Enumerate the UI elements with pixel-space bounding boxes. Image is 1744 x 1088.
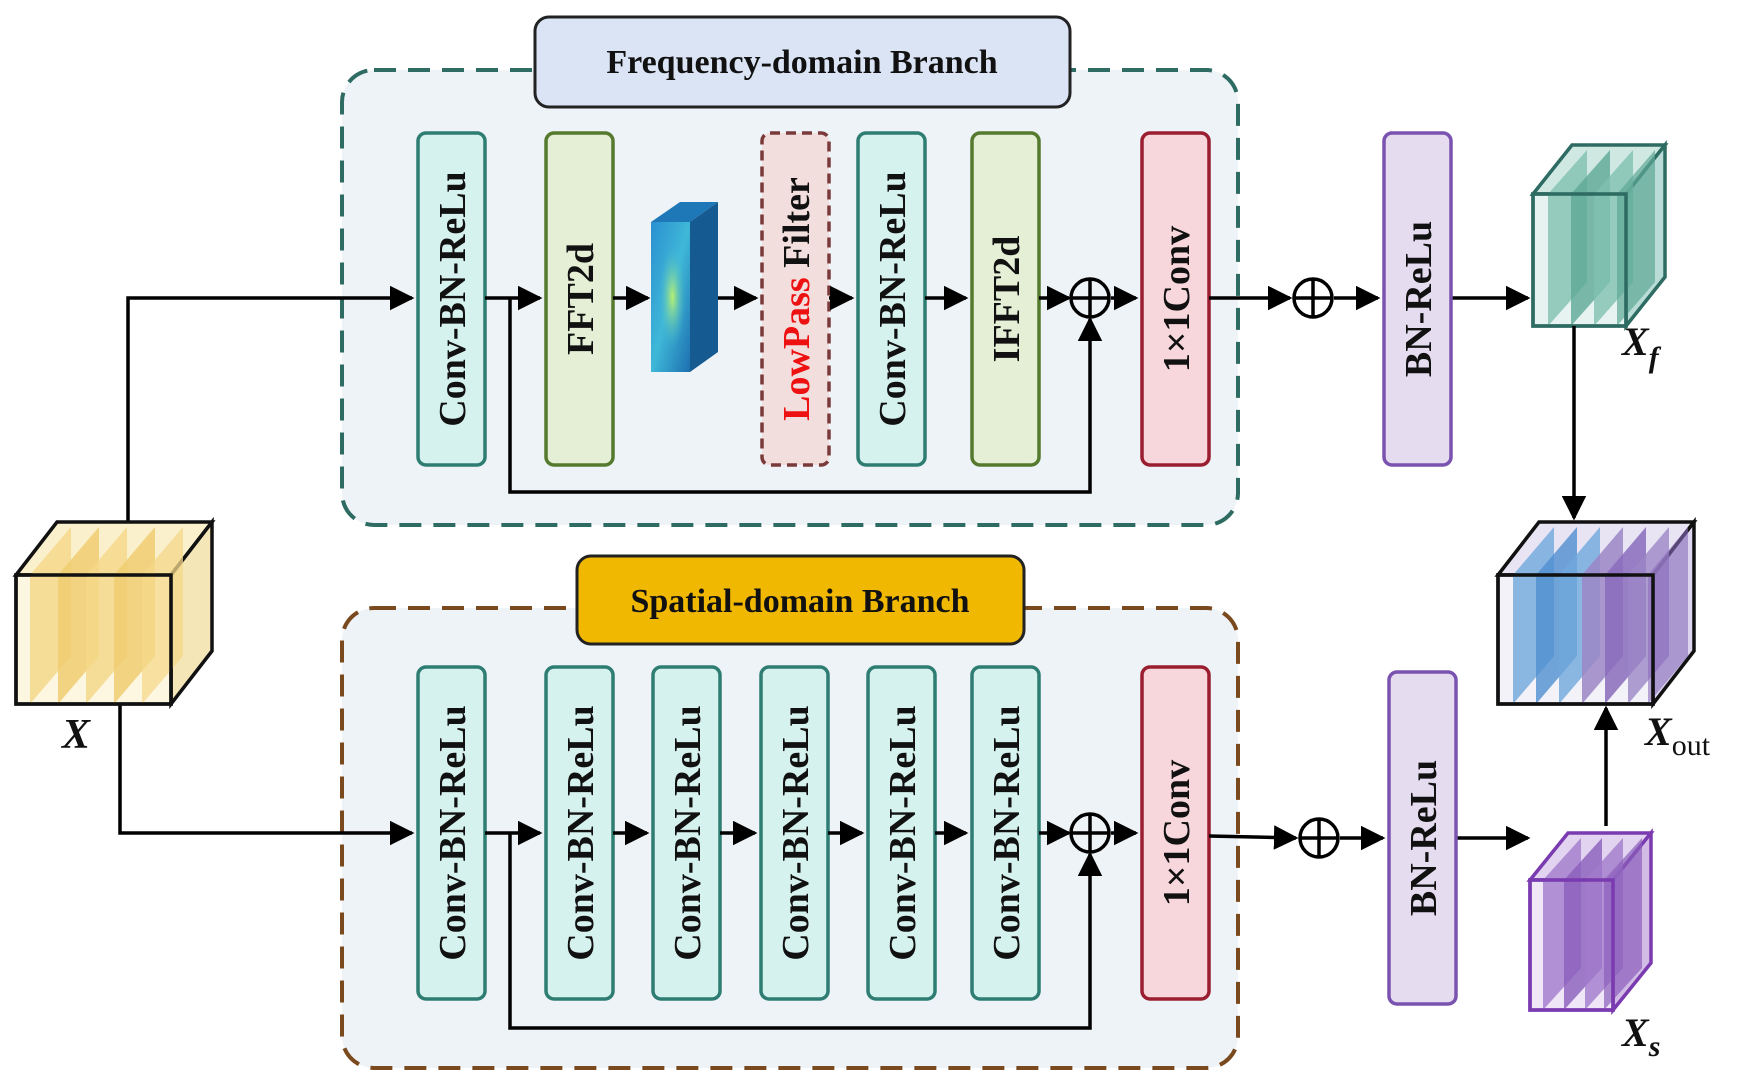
spatial-branch-title-box	[575, 554, 1026, 646]
xout-tensor-icon	[1494, 516, 1698, 710]
lowpass-filter-text: Filter	[776, 177, 818, 277]
spatial-residual-add-icon	[1069, 812, 1111, 854]
spatial-conv-label: Conv-BN-ReLu	[432, 705, 474, 960]
svg-text:Conv-BN-ReLu: Conv-BN-ReLu	[432, 171, 474, 426]
svg-text:1×1Conv: 1×1Conv	[1156, 760, 1198, 906]
svg-text:FFT2d: FFT2d	[560, 243, 602, 355]
spatial-conv-label: Conv-BN-ReLu	[775, 705, 817, 960]
input-label: X	[60, 712, 91, 758]
spatial-branch-title: Spatial-domain Branch	[630, 583, 969, 620]
svg-text:1×1Conv: 1×1Conv	[1156, 226, 1198, 372]
spatial-arrows	[118, 703, 1531, 1030]
freq-branch-title: Frequency-domain Branch	[606, 44, 997, 81]
xs-label: Xs	[1620, 1010, 1660, 1063]
freq-branch-title-box	[533, 15, 1072, 109]
spatial-output-add-icon	[1298, 817, 1340, 859]
svg-text:BN-ReLu: BN-ReLu	[1398, 221, 1440, 377]
freq-conv-bn-relu-1: Conv-BN-ReLu	[416, 131, 487, 467]
svg-text:Conv-BN-ReLu: Conv-BN-ReLu	[872, 171, 914, 426]
svg-text:BN-ReLu: BN-ReLu	[1403, 760, 1445, 916]
lowpass-accent-text: LowPass	[776, 277, 818, 421]
spatial-conv-bn-relu-5: Conv-BN-ReLu	[866, 665, 937, 1001]
ifft2d-block: IFFT2d	[970, 131, 1041, 467]
spatial-conv-bn-relu-4: Conv-BN-ReLu	[759, 665, 830, 1001]
input-tensor-icon	[12, 516, 216, 710]
fft2d-block: FFT2d	[544, 131, 615, 467]
freq-residual-add-icon	[1069, 277, 1111, 319]
freq-conv-bn-relu-2: Conv-BN-ReLu	[856, 131, 927, 467]
spatial-conv-label: Conv-BN-ReLu	[560, 705, 602, 960]
spatial-conv-label: Conv-BN-ReLu	[667, 705, 709, 960]
spatial-conv-label: Conv-BN-ReLu	[986, 705, 1028, 960]
lowpass-filter-block: LowPass Filter	[760, 131, 831, 467]
svg-text:IFFT2d: IFFT2d	[986, 236, 1028, 363]
xf-label: Xf	[1620, 319, 1662, 374]
spatial-conv-bn-relu-6: Conv-BN-ReLu	[970, 665, 1041, 1001]
spatial-blocks: Conv-BN-ReLu Conv-BN-ReLu Conv-BN-ReLu Conv…	[416, 665, 1041, 1001]
spatial-conv-bn-relu-3: Conv-BN-ReLu	[651, 665, 722, 1001]
bn-relu-top-block: BN-ReLu	[1382, 131, 1453, 467]
freq-1x1conv-block: 1×1Conv	[1140, 131, 1211, 467]
spatial-1x1conv-block: 1×1Conv	[1140, 665, 1211, 1001]
bn-relu-bottom-block: BN-ReLu	[1387, 670, 1458, 1006]
freq-arrows	[126, 285, 1531, 522]
freq-output-add-icon	[1292, 277, 1334, 319]
xf-tensor-icon	[1529, 139, 1669, 332]
xs-tensor-icon	[1526, 828, 1655, 1015]
xout-label: Xout	[1643, 709, 1711, 762]
spectrum-image	[651, 202, 718, 372]
svg-text:LowPass Filter: LowPass Filter	[776, 177, 818, 421]
merge-arrows	[1561, 326, 1619, 826]
spatial-conv-bn-relu-1: Conv-BN-ReLu	[416, 665, 487, 1001]
spatial-conv-label: Conv-BN-ReLu	[882, 705, 924, 960]
spatial-conv-bn-relu-2: Conv-BN-ReLu	[544, 665, 615, 1001]
